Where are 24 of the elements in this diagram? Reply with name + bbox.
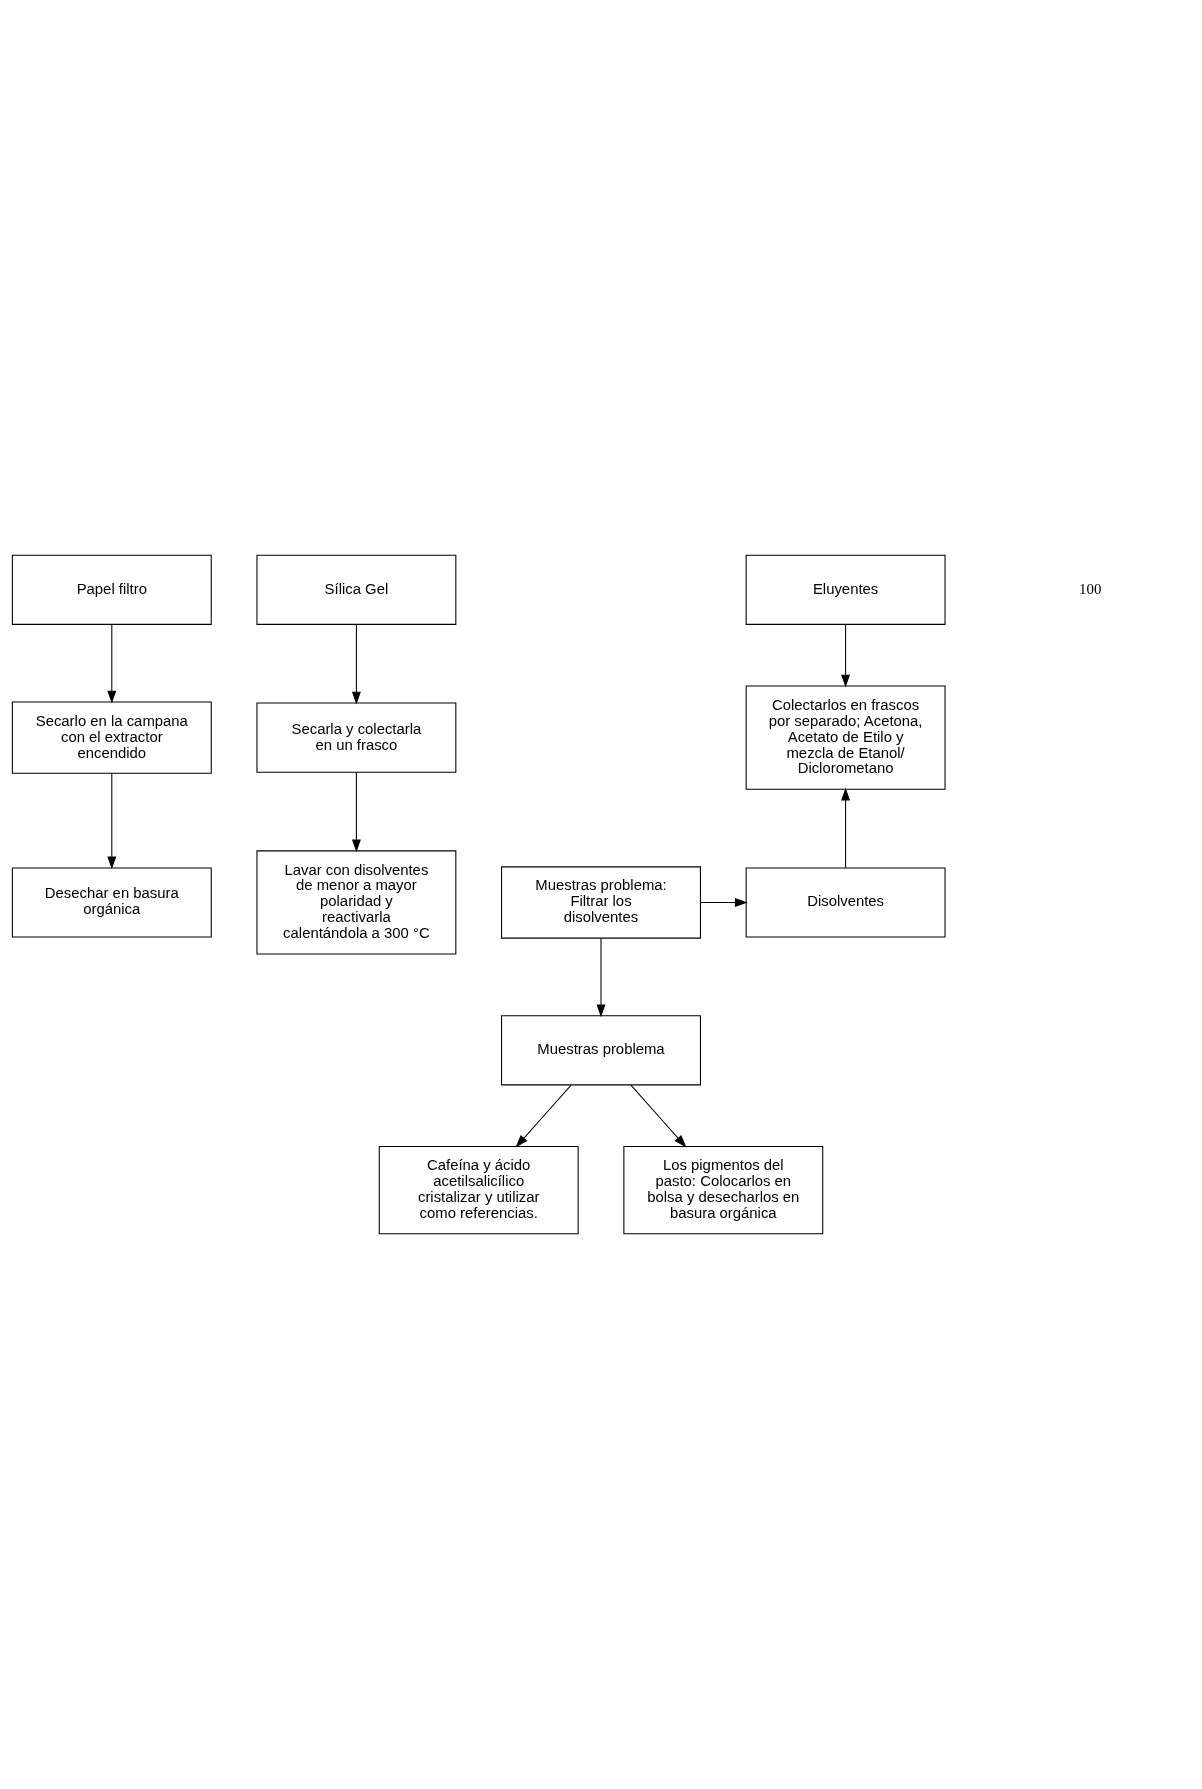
node-box: Muestras problema: Filtrar los disolventes: [501, 866, 701, 939]
node-box: Cafeína y ácido acetilsalicílico cristalizar y utilizar como referencias.: [378, 1146, 579, 1235]
arrow: [596, 937, 606, 1018]
node-box: Los pigmentos del pasto: Colocarlos en bolsa y desecharlos en basura orgánica: [623, 1146, 824, 1235]
arrow: [630, 1084, 687, 1148]
arrow: [841, 787, 851, 869]
arrow: [107, 773, 117, 870]
node-box: Secarlo en la campana con el extractor encendido: [11, 701, 212, 774]
node-box: Disolventes: [745, 867, 946, 938]
node-box: Papel filtro: [11, 554, 212, 625]
arrow: [351, 624, 361, 705]
node-box: Secarla y colectarla en un frasco: [256, 702, 457, 773]
node-box: Colectarlos en frascos por separado; Acetona, Acetato de Etilo y mezcla de Etanol/ Diclorometano: [745, 685, 946, 790]
node-box: Desechar en basura orgánica: [11, 867, 212, 938]
arrow: [351, 771, 361, 853]
arrow: [841, 624, 851, 688]
arrow: [700, 898, 748, 907]
arrow: [107, 624, 117, 704]
node-box: Sílica Gel: [256, 554, 457, 625]
label: 100: [1079, 580, 1102, 597]
node-box: Muestras problema: [501, 1015, 701, 1086]
node-box: Lavar con disolventes de menor a mayor polaridad y reactivarla calentándola a 300 °C: [256, 850, 457, 955]
node-box: Eluyentes: [745, 554, 946, 625]
arrow: [515, 1084, 572, 1148]
